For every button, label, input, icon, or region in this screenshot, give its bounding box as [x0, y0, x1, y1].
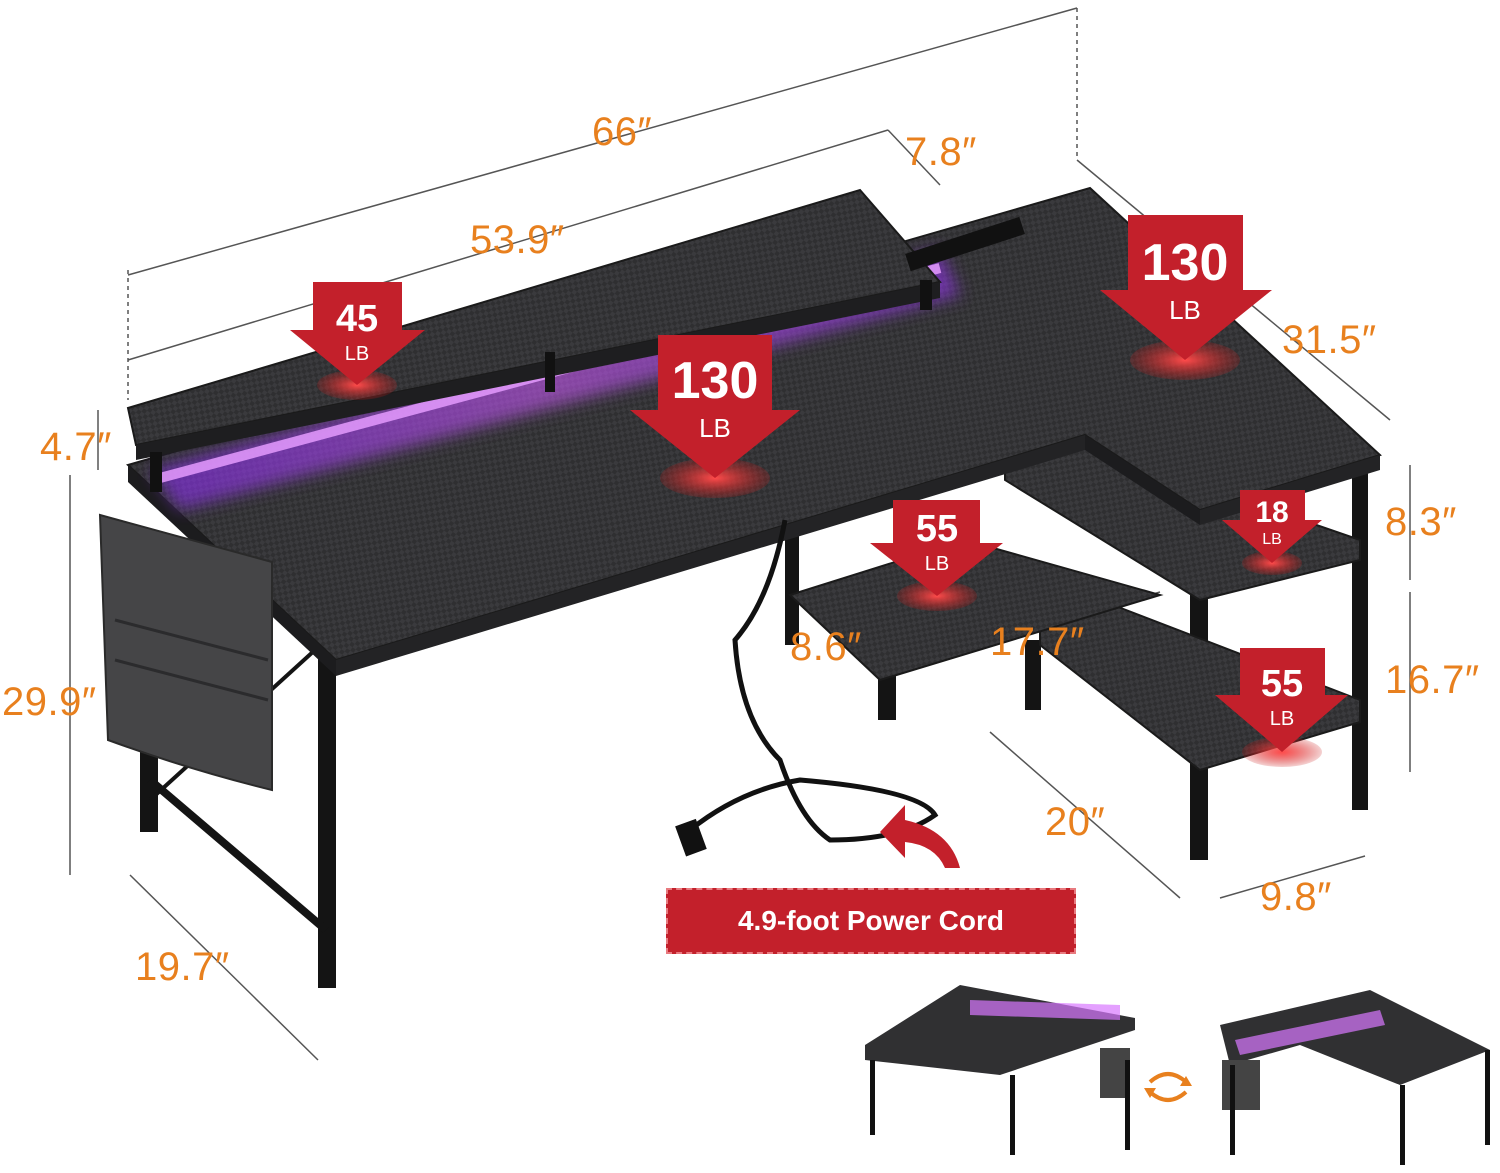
dim-shelf-depth: 9.8″ — [1260, 875, 1332, 919]
load-unit: LB — [1269, 708, 1295, 730]
load-value: 45 — [335, 298, 379, 340]
dim-shelf-length: 53.9″ — [470, 218, 565, 262]
load-badge-middle-shelf: 55 LB — [882, 510, 992, 574]
dim-lower-shelf-gap: 16.7″ — [1385, 658, 1480, 702]
config-right-thumbnail — [1220, 990, 1490, 1165]
power-strip — [905, 216, 1025, 272]
dim-riser-offset: 7.8″ — [905, 130, 977, 174]
load-value: 55 — [1260, 663, 1304, 705]
load-badge-main-desktop: 130 LB — [630, 355, 800, 441]
dim-desk-height: 29.9″ — [2, 680, 97, 724]
load-badge-upper-side-shelf: 18 LB — [1217, 498, 1327, 548]
load-unit: LB — [1262, 531, 1282, 548]
load-badge-lower-side-shelf: 55 LB — [1227, 665, 1337, 729]
power-cord-cable — [688, 519, 939, 843]
load-unit: LB — [1169, 295, 1201, 325]
curved-arrow-icon — [880, 805, 960, 868]
swap-arrows-icon — [1144, 1072, 1192, 1102]
load-value: 130 — [671, 352, 759, 410]
dim-return-depth: 20″ — [1045, 800, 1106, 844]
load-unit: LB — [344, 343, 370, 365]
load-unit: LB — [699, 413, 731, 443]
load-value: 55 — [915, 508, 959, 550]
load-value: 130 — [1141, 234, 1229, 292]
load-badge-return-desktop: 130 LB — [1100, 237, 1270, 323]
load-badge-shapes — [290, 215, 1348, 767]
alternate-configurations — [865, 985, 1490, 1165]
dim-upper-shelf-gap: 8.3″ — [1385, 500, 1457, 544]
plug-icon — [675, 818, 707, 857]
dim-riser-height: 4.7″ — [40, 425, 112, 469]
config-left-thumbnail — [865, 985, 1135, 1155]
storage-bag — [98, 513, 273, 792]
power-cord-label: 4.9-foot Power Cord — [666, 888, 1076, 954]
dim-return-length: 31.5″ — [1282, 318, 1377, 362]
dim-middle-shelf-depth: 8.6″ — [790, 625, 862, 669]
dim-desk-depth: 19.7″ — [135, 945, 230, 989]
load-value: 18 — [1255, 496, 1289, 529]
load-badge-monitor-shelf: 45 LB — [302, 300, 412, 364]
dim-middle-shelf-width: 17.7″ — [990, 620, 1085, 664]
load-unit: LB — [924, 553, 950, 575]
dim-total-width: 66″ — [592, 110, 653, 154]
